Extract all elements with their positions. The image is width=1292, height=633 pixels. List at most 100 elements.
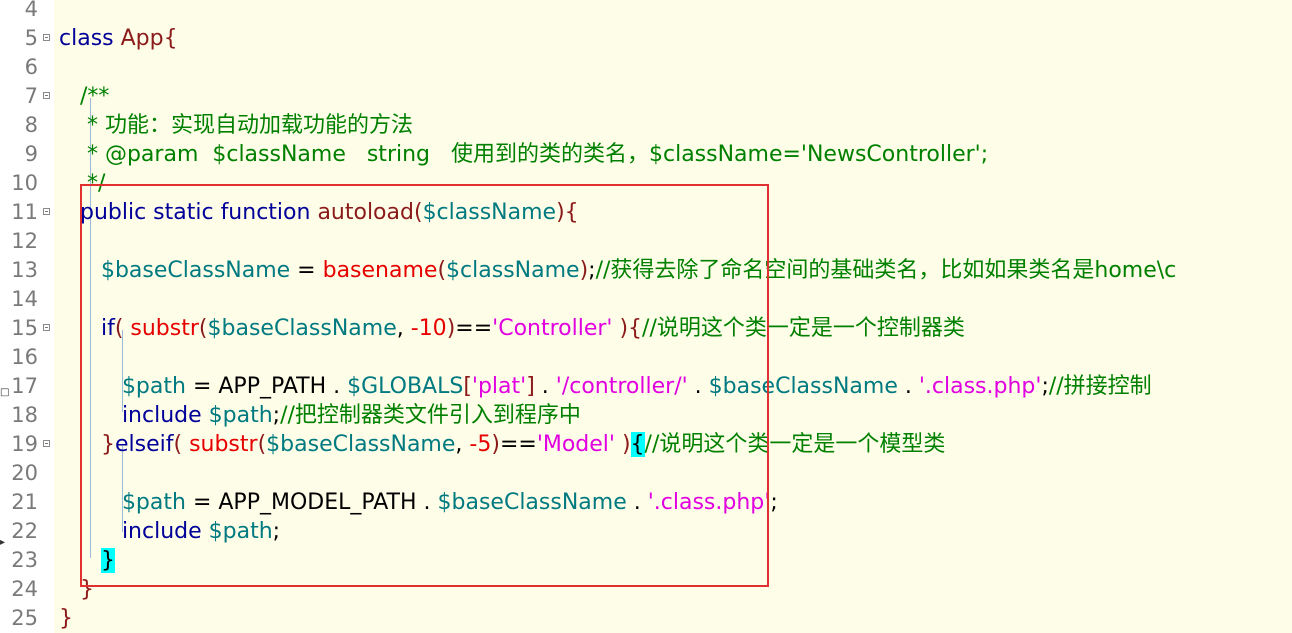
line-number: 20	[11, 461, 38, 485]
code-token: {	[630, 432, 645, 457]
code-line[interactable]: 15 if( substr($baseClassName, -10)=='Con…	[0, 314, 1292, 343]
code-token: substr	[189, 432, 258, 457]
fold-toggle-icon[interactable]	[43, 324, 50, 331]
code-line[interactable]: 16	[0, 343, 1292, 372]
code-token: $baseClassName	[708, 374, 898, 399]
line-number: 10	[11, 171, 38, 195]
bookmark-marker-icon: □	[0, 387, 10, 398]
code-text: if( substr($baseClassName, -10)=='Contro…	[59, 314, 965, 343]
code-text: $baseClassName = basename($className);//…	[59, 256, 1176, 285]
code-token: class	[59, 26, 121, 51]
code-token: $baseClassName	[207, 316, 397, 341]
code-text: * 功能：实现自动加载功能的方法	[59, 111, 413, 140]
code-token: )	[614, 432, 631, 457]
code-token: /**	[59, 84, 110, 109]
fold-toggle-icon[interactable]	[43, 440, 50, 447]
code-token: ==	[499, 432, 537, 457]
line-number: 15	[11, 316, 38, 340]
code-text: /**	[59, 82, 109, 111]
code-token: (	[198, 316, 208, 341]
line-number: 13	[11, 258, 38, 282]
code-token: (	[114, 316, 131, 341]
code-token: //拼接控制	[1048, 374, 1152, 399]
fold-toggle-icon[interactable]	[43, 34, 50, 41]
code-line[interactable]: 4	[0, 0, 1292, 24]
code-line[interactable]: 25}	[0, 604, 1292, 633]
code-token: }	[59, 606, 73, 631]
code-token: ;	[588, 258, 596, 283]
code-token: 'Controller'	[492, 316, 613, 341]
code-line[interactable]: 18 include $path;//把控制器类文件引入到程序中	[0, 401, 1292, 430]
code-text: class App{	[59, 24, 178, 53]
code-token: ;	[272, 519, 281, 544]
code-text: }elseif( substr($baseClassName, -5)=='Mo…	[59, 430, 945, 459]
line-number: 25	[11, 606, 38, 630]
code-token: = APP_PATH .	[185, 374, 348, 399]
code-token: '.class.php'	[647, 490, 771, 515]
line-number: 22	[11, 519, 38, 543]
code-text: public static function autoload($classNa…	[59, 198, 579, 227]
code-line[interactable]: 6	[0, 53, 1292, 82]
code-token: .	[534, 374, 556, 399]
code-token: basename	[322, 258, 438, 283]
line-number-gutter	[0, 0, 54, 633]
code-line[interactable]: 13 $baseClassName = basename($className)…	[0, 256, 1292, 285]
code-token: (	[257, 432, 267, 457]
code-token: $path	[59, 374, 186, 399]
line-number: 8	[24, 113, 38, 137]
code-token: //说明这个类一定是一个模型类	[644, 432, 946, 457]
code-line[interactable]: 19 }elseif( substr($baseClassName, -5)==…	[0, 430, 1292, 459]
code-token: App	[120, 26, 164, 51]
code-token: ;	[770, 490, 778, 515]
line-number: 4	[24, 0, 38, 21]
indent-guide	[122, 330, 123, 412]
code-line[interactable]: 21 $path = APP_MODEL_PATH . $baseClassNa…	[0, 488, 1292, 517]
code-token: = APP_MODEL_PATH .	[185, 490, 438, 515]
code-token: =	[290, 258, 323, 283]
code-line[interactable]: 7 /**	[0, 82, 1292, 111]
code-token: //说明这个类一定是一个控制器类	[642, 316, 965, 341]
code-token: $className	[422, 200, 557, 225]
code-text: }	[59, 575, 94, 604]
line-number: 24	[11, 577, 38, 601]
fold-toggle-icon[interactable]	[43, 208, 50, 215]
code-token: //获得去除了命名空间的基础类名，比如如果类名是home\c	[595, 258, 1177, 283]
code-text: $path = APP_MODEL_PATH . $baseClassName …	[59, 488, 778, 517]
code-token: * @param $className string 使用到的类的类名，$cla…	[59, 142, 989, 167]
code-token: if	[59, 316, 115, 341]
code-token: -5	[469, 432, 492, 457]
code-line[interactable]: 9 * @param $className string 使用到的类的类名，$c…	[0, 140, 1292, 169]
code-line[interactable]: 8 * 功能：实现自动加载功能的方法	[0, 111, 1292, 140]
code-token: -10	[410, 316, 447, 341]
line-number: 18	[11, 403, 38, 427]
code-token: {	[163, 26, 178, 51]
code-token: '.class.php'	[918, 374, 1042, 399]
code-token: $baseClassName	[266, 432, 456, 457]
code-token: (	[173, 432, 190, 457]
code-token: )	[579, 258, 589, 283]
line-number: 7	[24, 84, 38, 108]
code-token: .	[897, 374, 919, 399]
code-line[interactable]: 17 $path = APP_PATH . $GLOBALS['plat'] .…	[0, 372, 1292, 401]
code-token: ,	[396, 316, 411, 341]
code-line[interactable]: 24 }	[0, 575, 1292, 604]
code-token: .	[626, 490, 648, 515]
code-line[interactable]: 23 }	[0, 546, 1292, 575]
code-line[interactable]: 22 include $path;	[0, 517, 1292, 546]
code-token: ]	[526, 374, 535, 399]
code-token: )	[491, 432, 500, 457]
code-line[interactable]: 20	[0, 459, 1292, 488]
code-token: //把控制器类文件引入到程序中	[280, 403, 581, 428]
code-token: * 功能：实现自动加载功能的方法	[59, 113, 413, 138]
code-line[interactable]: 12	[0, 227, 1292, 256]
code-line[interactable]: 10 */	[0, 169, 1292, 198]
code-line[interactable]: 11 public static function autoload($clas…	[0, 198, 1292, 227]
code-line[interactable]: 14	[0, 285, 1292, 314]
code-token: (	[413, 200, 423, 225]
code-token: $path	[208, 519, 273, 544]
fold-toggle-icon[interactable]	[43, 92, 50, 99]
code-text: }	[59, 546, 115, 575]
